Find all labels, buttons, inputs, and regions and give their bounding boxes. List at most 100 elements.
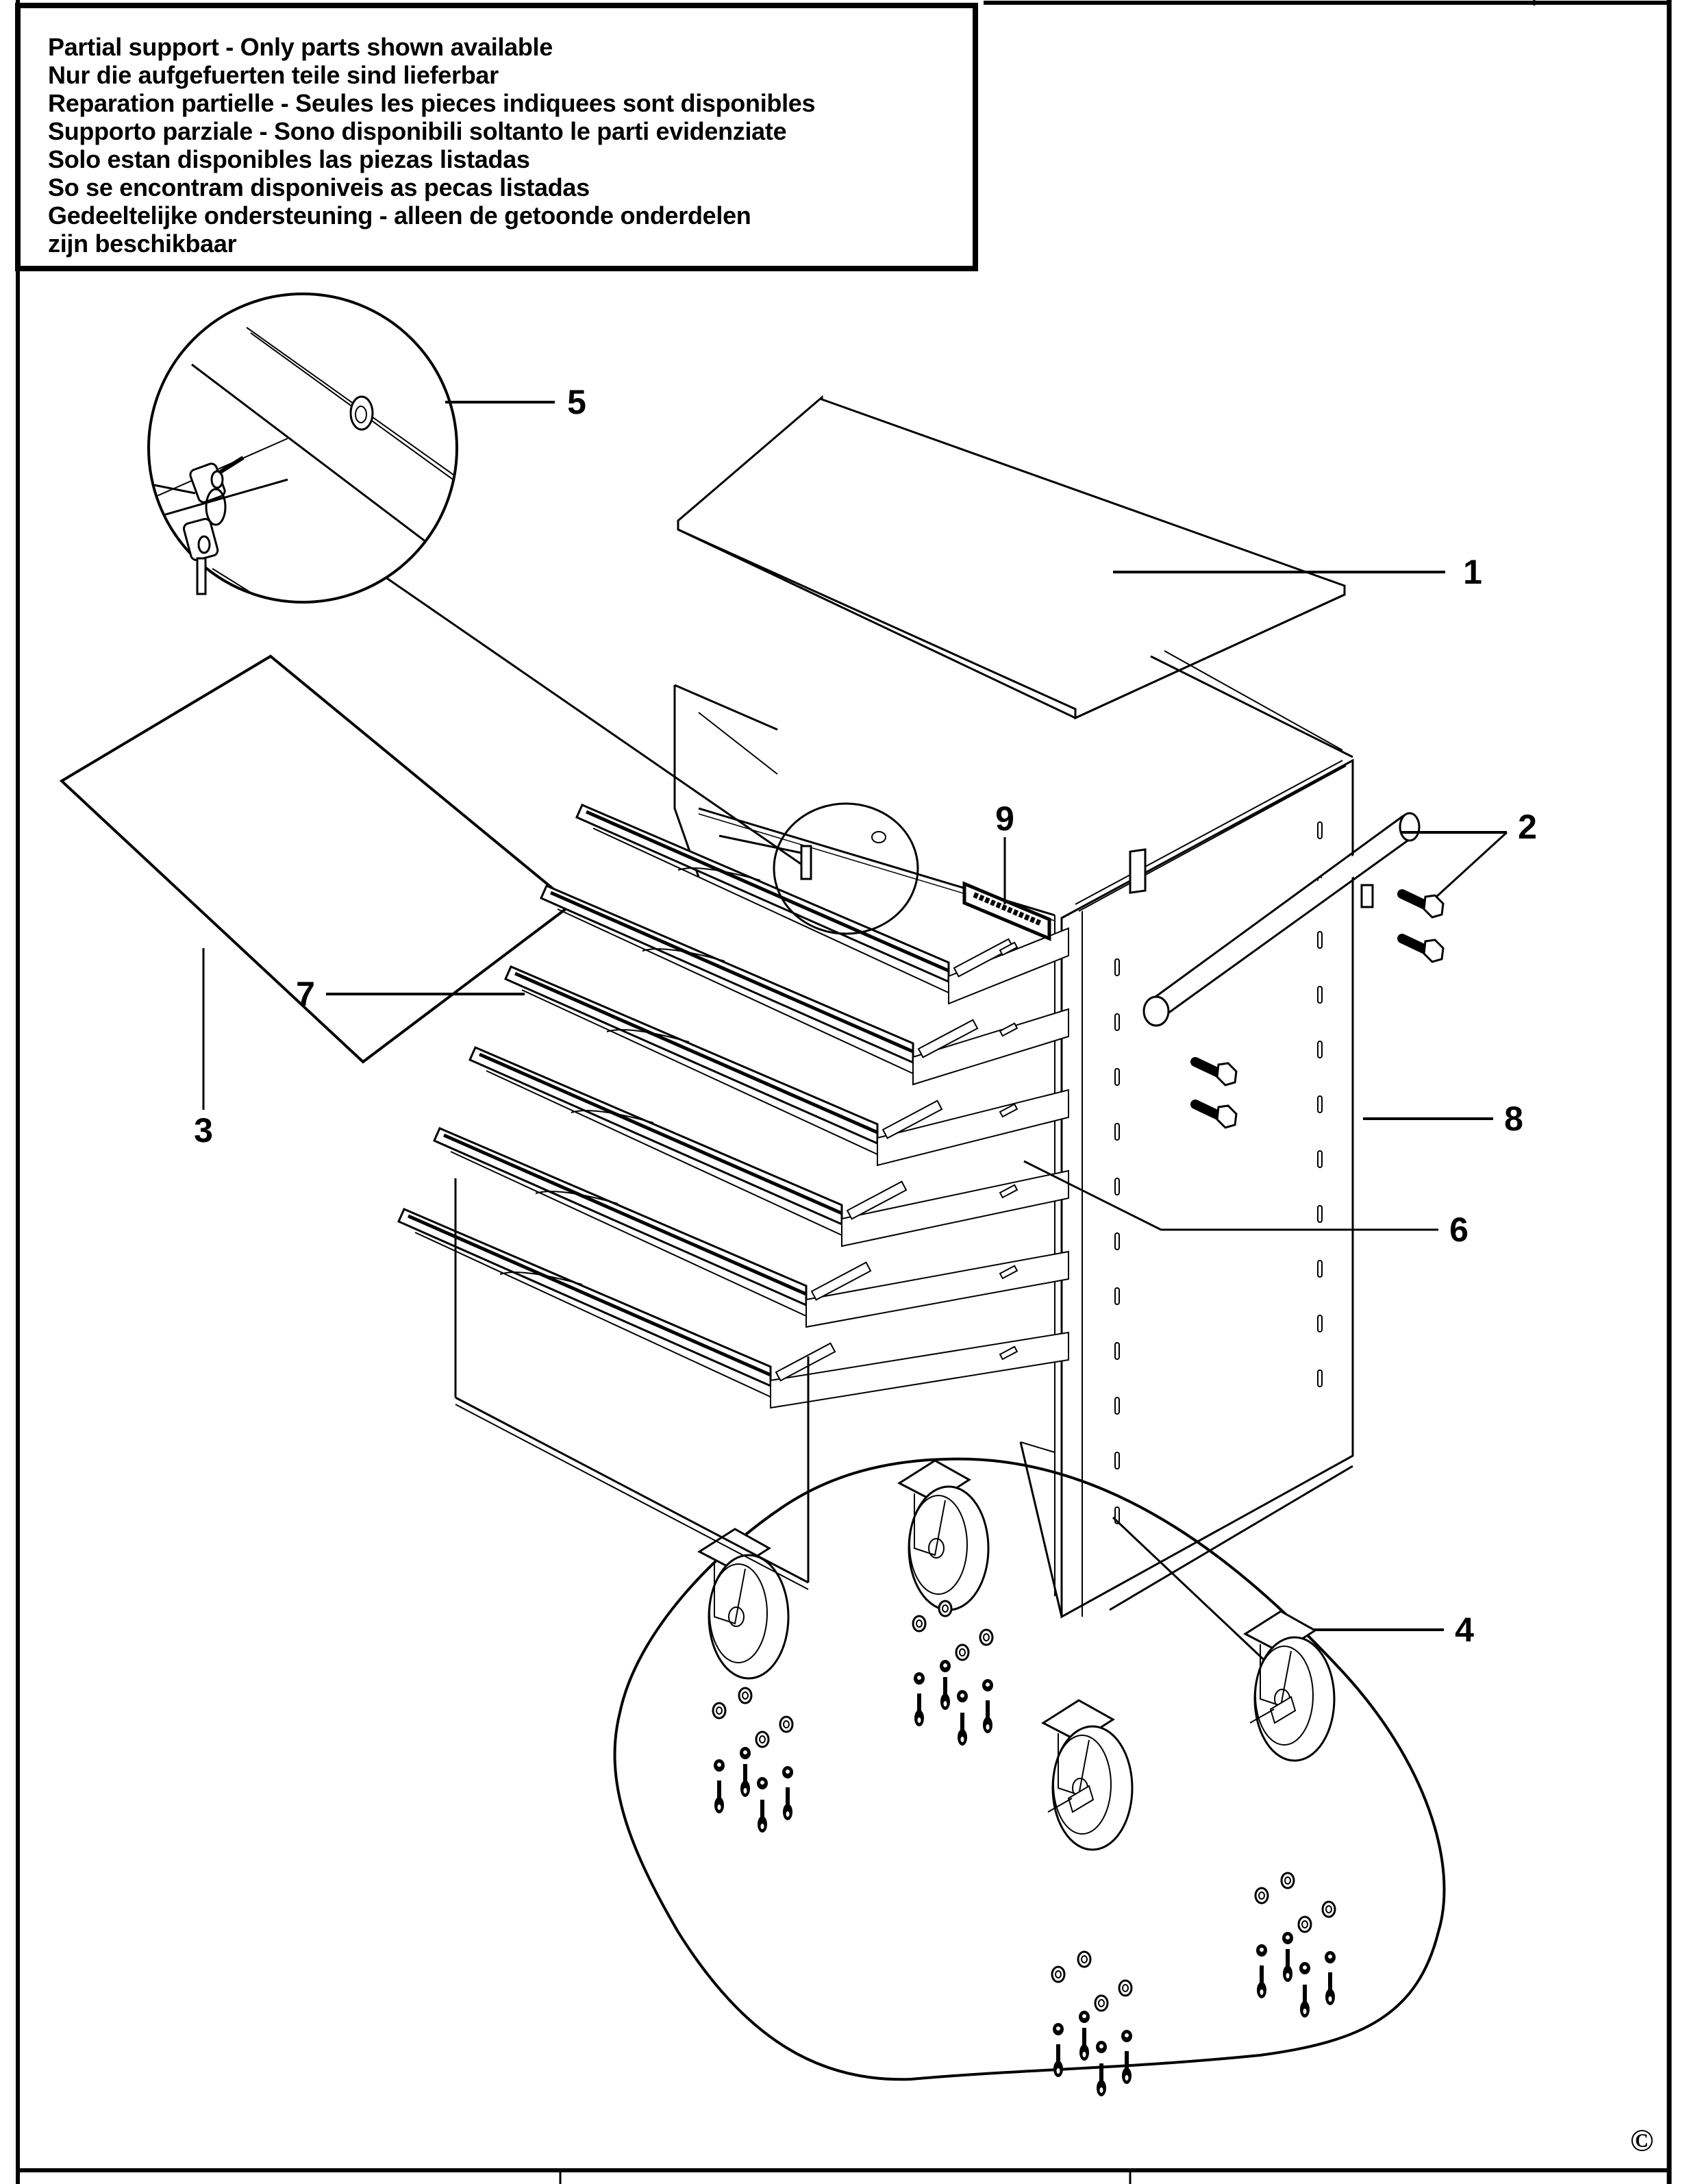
tray-slot — [535, 1191, 618, 1204]
wheel-rim — [1255, 1646, 1314, 1746]
drawer-slide-rail — [810, 1261, 872, 1301]
drawer-side — [770, 1331, 1069, 1409]
title-block-cell-3 — [1130, 2170, 1669, 2184]
page-frame — [16, 0, 1672, 2184]
caster-fork — [1058, 1733, 1090, 1796]
drawer-front-line — [592, 828, 949, 993]
wheel-rim — [909, 1495, 968, 1595]
part-2-side-handle[interactable] — [1129, 812, 1508, 1128]
slot-hole — [1114, 1178, 1120, 1195]
callout-5[interactable]: 5 — [567, 383, 586, 421]
callout-2[interactable]: 2 — [1518, 808, 1537, 846]
tray-slot — [499, 1271, 583, 1285]
part-4-caster-set[interactable] — [613, 1457, 1446, 2096]
callout-3[interactable]: 3 — [194, 1111, 213, 1150]
drawer-handle-edge — [549, 891, 914, 1054]
part-9-brand-badge[interactable] — [962, 837, 1051, 941]
notice-line: Gedeeltelijke ondersteuning - alleen de … — [48, 201, 751, 229]
drawer — [540, 884, 1069, 1086]
drawer — [397, 1208, 1069, 1409]
drawer — [433, 1127, 1069, 1328]
caster-icon — [897, 1459, 990, 1611]
copyright-icon: © — [1629, 2122, 1654, 2158]
slot-hole — [1317, 821, 1323, 839]
drawer-handle-edge — [442, 1133, 808, 1296]
caster-fork — [914, 1493, 946, 1556]
mounting-plate — [697, 1528, 771, 1572]
drawer-slide-rail — [917, 1019, 979, 1058]
notice-line: Solo estan disponibles las piezas listad… — [48, 145, 530, 173]
drawer-slide-rail — [846, 1180, 908, 1220]
drawer-handle-edge — [514, 971, 879, 1134]
wheel-rim — [1053, 1735, 1112, 1835]
notice-line: Reparation partielle - Seules les pieces… — [48, 89, 816, 117]
notice-line: Partial support - Only parts shown avail… — [48, 33, 553, 61]
title-block-cell-2 — [560, 2170, 1130, 2184]
slide-slot — [999, 1345, 1019, 1361]
notice-line: Nur die aufgefuerten teile sind lieferba… — [48, 61, 499, 89]
part-3-drawer-liner[interactable] — [59, 654, 575, 1110]
drawer-front-line — [450, 1151, 807, 1317]
mounting-plate — [1040, 1699, 1115, 1743]
slide-slot — [999, 1265, 1019, 1280]
lock-detail-small — [718, 802, 919, 935]
slot-hole — [1114, 1123, 1120, 1141]
slot-hole — [1114, 1232, 1120, 1250]
partial-support-notice: Partial support - Only parts shown avail… — [15, 3, 978, 271]
key-icon — [182, 456, 245, 595]
part-1-top-mat[interactable] — [677, 395, 1445, 720]
callout-6[interactable]: 6 — [1449, 1211, 1469, 1249]
caster-icon — [1040, 1699, 1134, 1851]
callout-4[interactable]: 4 — [1455, 1611, 1474, 1649]
brake-pedal — [1047, 1798, 1073, 1813]
drawer-side — [805, 1250, 1069, 1328]
drawer-handle-edge — [478, 1052, 843, 1215]
notice-line: zijn beschikbaar — [48, 229, 237, 258]
part-6-drawer-slide[interactable] — [1023, 1160, 1438, 1231]
drawer-side — [841, 1169, 1069, 1248]
drawer-side — [912, 1008, 1069, 1086]
drawer-front-line — [414, 1232, 771, 1398]
slot-hole — [1114, 1452, 1120, 1469]
drawer-front-line — [521, 989, 878, 1155]
slot-hole — [1317, 1369, 1323, 1387]
drawer-side — [948, 927, 1069, 1005]
slide-slot — [999, 1184, 1019, 1199]
drawer — [575, 804, 1069, 1005]
slot-hole — [1317, 931, 1323, 949]
callout-8[interactable]: 8 — [1504, 1100, 1523, 1138]
caster-fork — [1260, 1644, 1292, 1707]
brake-lever — [1269, 1696, 1297, 1724]
drawer-slide-rail — [882, 1100, 943, 1139]
wheel — [1051, 1725, 1134, 1851]
tray-slot — [677, 867, 761, 881]
callout-9[interactable]: 9 — [995, 799, 1014, 838]
wheel-rim — [709, 1563, 768, 1663]
drawer-front-line — [486, 1070, 842, 1236]
slot-hole — [1114, 1287, 1120, 1305]
part-5-lock-detail[interactable] — [144, 293, 805, 868]
slot-hole — [1317, 1205, 1323, 1223]
side-panel-slots — [1114, 821, 1323, 1524]
callout-7[interactable]: 7 — [296, 975, 315, 1013]
mounting-plate — [897, 1459, 971, 1503]
mounting-plate — [1242, 1610, 1317, 1654]
slot-hole — [1317, 986, 1323, 1004]
callout-1[interactable]: 1 — [1463, 553, 1482, 591]
caster-icon — [697, 1528, 790, 1680]
notice-lines: Partial support - Only parts shown avail… — [48, 33, 816, 258]
slot-hole — [1114, 1013, 1120, 1031]
part-7-drawers[interactable] — [397, 804, 1069, 1409]
tray-slot — [606, 1029, 690, 1043]
drawer-side — [877, 1089, 1069, 1167]
slot-hole — [1114, 1397, 1120, 1415]
drawer-handle-edge — [585, 810, 950, 973]
slot-hole — [1317, 1095, 1323, 1113]
drawer-handle-edge — [407, 1214, 772, 1377]
slot-hole — [1114, 1342, 1120, 1360]
part-8-cabinet-body[interactable] — [673, 650, 1354, 1619]
bottom-drawer-box — [454, 1178, 810, 1590]
brake-pedal — [1249, 1709, 1275, 1724]
drawer — [468, 1046, 1069, 1248]
